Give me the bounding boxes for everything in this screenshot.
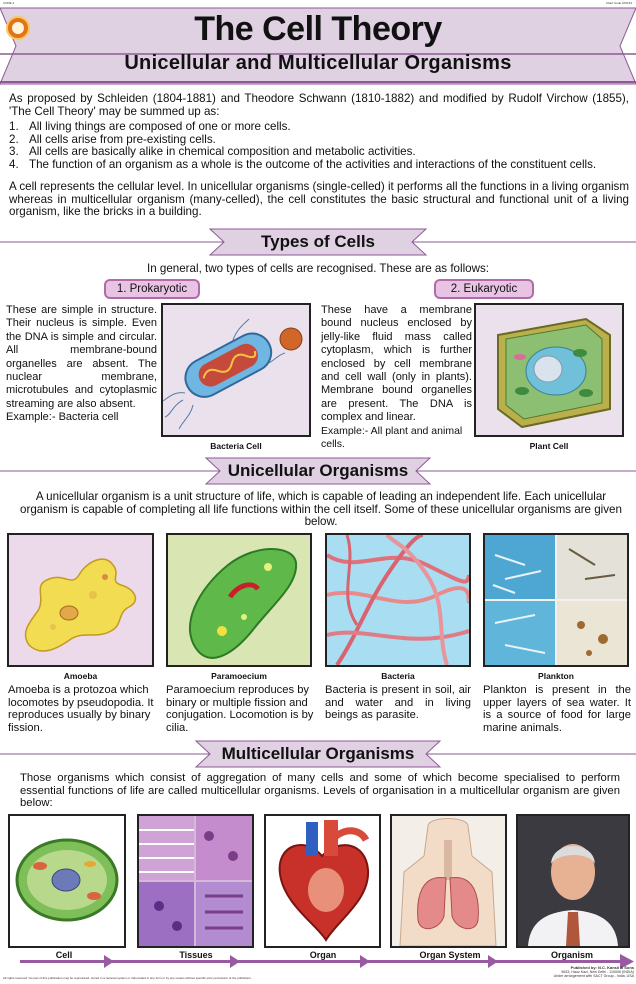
multicellular-banner [0, 740, 636, 768]
human-portrait-illustration [518, 816, 628, 946]
amoeba-illustration [24, 558, 137, 652]
chart-code: Chart Code 070134 [605, 1, 632, 5]
point-number: 3. [9, 145, 19, 159]
point-number: 1. [9, 120, 19, 133]
arrow-head-icon [104, 955, 114, 968]
intro-lead: As proposed by Schleiden (1804-1881) and… [9, 92, 629, 118]
intro-closing: A cell represents the cellular level. In… [9, 180, 629, 219]
amoeba-caption: Amoeba [63, 671, 98, 681]
paramoecium-image [166, 533, 312, 667]
paramoecium-illustration [188, 548, 298, 659]
bacteria-caption: Bacteria [381, 671, 415, 681]
point-text: All living things are composed of one or… [29, 120, 291, 133]
level-label-organ-system: Organ System [414, 950, 486, 960]
paramoecium-description: Paramoecium reproduces by binary or mult… [166, 684, 314, 734]
plant-cell-caption: Plant Cell [529, 441, 569, 451]
copyright-notice: All rights reserved. No part of this pub… [3, 976, 252, 980]
unicellular-heading: Unicellular Organisms [227, 461, 409, 480]
tissues-level-image [137, 814, 254, 948]
level-label-cell: Cell [44, 950, 84, 960]
theory-point: 1. All living things are composed of one … [9, 120, 629, 134]
prokaryotic-label: 1. Prokaryotic [104, 279, 200, 299]
title-banner [0, 7, 636, 85]
theory-point: 4. The function of an organism as a whole… [9, 157, 629, 172]
level-label-tissues: Tissues [166, 950, 226, 960]
types-banner [0, 228, 636, 256]
point-text: All cells are basically alike in chemica… [29, 145, 416, 159]
bacteria-illustration [327, 535, 469, 665]
types-intro: In general, two types of cells are recog… [147, 262, 489, 275]
publisher-arrangement: Under arrangement with SACT Group - Indi… [553, 974, 634, 979]
prokaryotic-text: These are simple in structure. Their nuc… [6, 304, 157, 410]
eukaryotic-description: These have a membrane bound nucleus encl… [321, 304, 472, 451]
plant-cell-illustration [497, 317, 611, 429]
prokaryotic-example: Example:- Bacteria cell [6, 411, 119, 424]
multicellular-intro: Those organisms which consist of aggrega… [20, 772, 620, 810]
plant-cell-image [474, 303, 624, 437]
bacteria-cell-image [161, 303, 311, 437]
page-subtitle: Unicellular and Multicellular Organisms [124, 52, 512, 74]
tissues-illustration [139, 816, 252, 946]
plankton-image [483, 533, 629, 667]
publisher-info: Published by: N.C. Kansil & Sons 5633, H… [508, 965, 634, 979]
unicellular-banner [0, 457, 636, 485]
page-title: The Cell Theory [194, 10, 442, 48]
types-heading: Types of Cells [261, 232, 375, 251]
organ-system-level-image [390, 814, 507, 948]
theory-point: 2. All cells arise from pre-existing cell… [9, 132, 629, 147]
publisher-address: 5633, Hauz Kazi, New Delhi - 110006 (IND… [561, 970, 634, 975]
unicellular-intro: A unicellular organism is a unit structu… [20, 490, 622, 529]
point-number: 2. [9, 132, 19, 146]
theory-point: 3. All cells are basically alike in chemi… [9, 146, 629, 159]
eukaryotic-text: These have a membrane bound nucleus encl… [321, 304, 472, 424]
animal-cell-illustration [15, 838, 119, 922]
plankton-caption: Plankton [538, 671, 574, 681]
bacteria-image [325, 533, 471, 667]
plankton-illustration [485, 535, 627, 665]
organisation-arrow [20, 960, 624, 963]
cell-level-image [8, 814, 126, 948]
top-left-code: CODE 4 [3, 1, 15, 5]
point-number: 4. [9, 157, 19, 171]
prokaryotic-description: These are simple in structure. Their nuc… [6, 304, 157, 425]
amoeba-description: Amoeba is a protozoa which locomotes by … [8, 684, 154, 734]
plankton-description: Plankton is present in the upper layers … [483, 684, 631, 734]
point-text: The function of an organism as a whole i… [29, 157, 597, 171]
point-text: All cells arise from pre-existing cells. [29, 132, 216, 146]
eukaryotic-example: Example:- All plant and animal cells. [321, 424, 463, 451]
arrow-head-icon [620, 954, 634, 969]
organ-level-image [264, 814, 381, 948]
level-label-organism: Organism [542, 950, 602, 960]
eukaryotic-label: 2. Eukaryotic [434, 279, 534, 299]
level-label-organ: Organ [300, 950, 346, 960]
bacteria-description: Bacteria is present in soil, air and wat… [325, 684, 471, 722]
arrow-head-icon [230, 955, 240, 968]
publisher-name: Published by: N.C. Kansil & Sons [570, 965, 634, 970]
bacteria-cell-caption: Bacteria Cell [210, 441, 262, 451]
bacteria-cell-illustration [163, 318, 303, 430]
arrow-head-icon [488, 955, 498, 968]
organism-level-image [516, 814, 630, 948]
arrow-head-icon [360, 955, 370, 968]
paramoecium-caption: Paramoecium [211, 671, 267, 681]
multicellular-heading: Multicellular Organisms [221, 744, 415, 763]
theory-points: 1. All living things are composed of one … [9, 120, 629, 172]
heart-illustration [278, 820, 370, 942]
publisher-logo-center [12, 22, 24, 34]
respiratory-system-illustration [399, 818, 497, 946]
amoeba-image [7, 533, 154, 667]
